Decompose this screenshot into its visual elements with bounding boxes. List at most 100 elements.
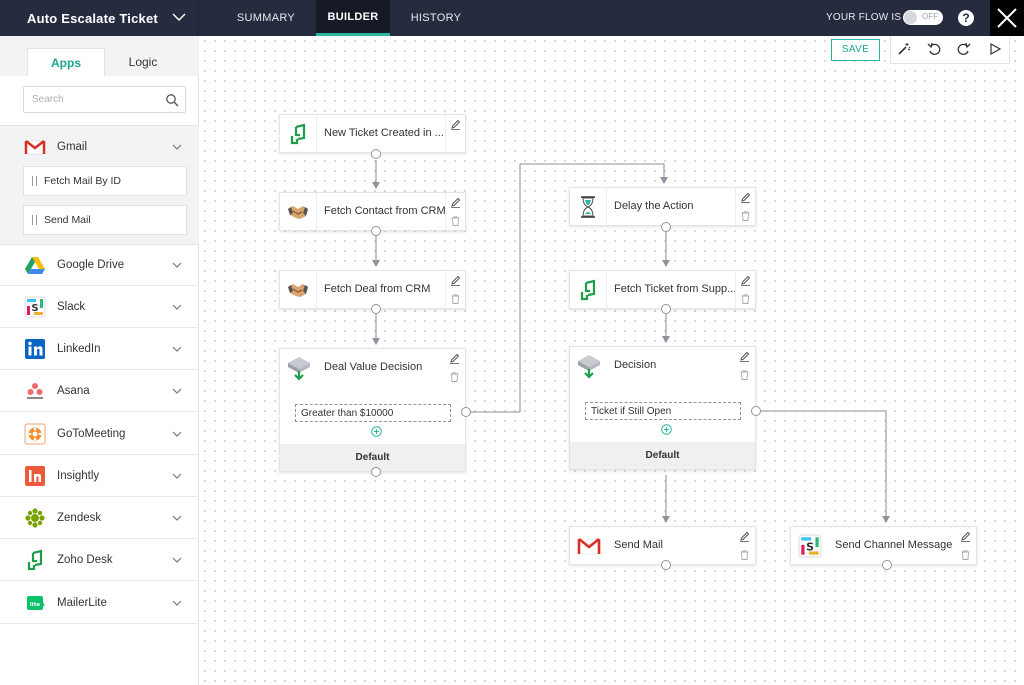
trash-icon[interactable] [740, 550, 749, 560]
app-name: Gmail [57, 141, 88, 153]
node-output-port[interactable] [661, 304, 671, 314]
app-row-linkedin[interactable]: LinkedIn [0, 328, 199, 370]
trash-icon[interactable] [740, 370, 749, 380]
app-row-slack[interactable]: S Slack [0, 286, 199, 328]
chevron-down-icon [172, 473, 182, 479]
trash-icon[interactable] [451, 216, 460, 226]
add-condition-icon[interactable] [371, 426, 382, 437]
default-output-port[interactable] [371, 467, 381, 477]
save-button[interactable]: SAVE [831, 39, 880, 61]
play-icon[interactable] [988, 42, 1002, 56]
search-icon [166, 94, 179, 107]
chevron-down-icon [172, 557, 182, 563]
action-send-mail[interactable]: Send Mail [23, 205, 187, 235]
node-output-port[interactable] [371, 149, 381, 159]
edit-icon[interactable] [739, 531, 750, 542]
flow-node-trigger[interactable]: New Ticket Created in ... [279, 114, 466, 153]
node-output-port[interactable] [371, 226, 381, 236]
app-row-asana[interactable]: Asana [0, 370, 199, 412]
decision-condition[interactable]: Greater than $10000 [295, 404, 451, 422]
tab-history[interactable]: HISTORY [410, 12, 462, 24]
add-condition-icon[interactable] [661, 424, 672, 435]
tab-apps[interactable]: Apps [27, 48, 105, 76]
condition-output-port[interactable] [461, 407, 471, 417]
chevron-down-icon [172, 515, 182, 521]
app-row-gotomeeting[interactable]: GoToMeeting [0, 413, 199, 455]
decision-icon [287, 356, 310, 381]
app-row-mailerlite[interactable]: lite MailerLite [0, 582, 199, 624]
condition-output-port[interactable] [751, 406, 761, 416]
node-icon [280, 115, 317, 152]
zoho-desk-icon [290, 123, 306, 144]
flow-node-deal-value-decision[interactable]: Deal Value Decision Greater than $10000 … [279, 348, 466, 472]
undo-icon[interactable] [927, 42, 941, 56]
sidebar-tabs: Apps Logic [0, 36, 199, 76]
trash-icon[interactable] [450, 372, 459, 382]
close-button[interactable] [990, 0, 1024, 36]
help-icon[interactable]: ? [958, 10, 974, 26]
node-title: Fetch Deal from CRM [324, 283, 431, 295]
app-row-insightly[interactable]: Insightly [0, 455, 199, 497]
trash-icon[interactable] [741, 294, 750, 304]
app-row-zoho-desk[interactable]: Zoho Desk [0, 539, 199, 581]
drag-handle-icon [32, 215, 37, 225]
svg-text:S: S [31, 303, 38, 314]
flow-node-decision[interactable]: Decision Ticket if Still Open Default [569, 346, 756, 470]
flow-title: Auto Escalate Ticket [27, 10, 158, 26]
edit-icon[interactable] [450, 119, 461, 130]
edit-icon[interactable] [960, 531, 971, 542]
google-drive-icon [25, 256, 45, 274]
flow-node-fetch-contact[interactable]: Fetch Contact from CRM [279, 192, 466, 231]
app-row-gmail[interactable]: Gmail [0, 126, 199, 168]
magic-wand-icon[interactable] [897, 42, 911, 56]
trash-icon[interactable] [451, 294, 460, 304]
decision-default-branch[interactable]: Default [280, 444, 465, 471]
flow-node-send-channel-message[interactable]: S Send Channel Message [790, 526, 977, 565]
flow-node-delay[interactable]: Delay the Action [569, 187, 756, 226]
node-output-port[interactable] [371, 304, 381, 314]
app-name: Zendesk [57, 511, 102, 524]
flow-toggle[interactable]: OFF [903, 10, 943, 25]
edit-icon[interactable] [450, 197, 461, 208]
trash-icon[interactable] [741, 211, 750, 221]
crm-handshake-icon [288, 205, 308, 219]
hourglass-icon [581, 195, 595, 218]
tab-summary[interactable]: SUMMARY [236, 12, 296, 24]
node-output-port[interactable] [882, 560, 892, 570]
edit-icon[interactable] [450, 275, 461, 286]
node-icon [570, 347, 607, 384]
gmail-app-group: Gmail Fetch Mail By ID Send Mail [0, 125, 199, 245]
flow-node-send-mail[interactable]: Send Mail [569, 526, 756, 565]
trash-icon[interactable] [961, 550, 970, 560]
app-name: Asana [57, 384, 90, 397]
app-row-zendesk[interactable]: Zendesk [0, 497, 199, 539]
decision-condition[interactable]: Ticket if Still Open [585, 402, 741, 420]
edit-icon[interactable] [739, 351, 750, 362]
node-icon [280, 271, 317, 308]
edit-icon[interactable] [449, 353, 460, 364]
node-title: Send Mail [614, 539, 663, 551]
tab-builder[interactable]: BUILDER [316, 0, 390, 36]
node-output-port[interactable] [661, 560, 671, 570]
search-input[interactable]: Search [23, 86, 186, 113]
app-row-google-drive[interactable]: Google Drive [0, 244, 199, 286]
node-title: Fetch Contact from CRM [324, 205, 446, 217]
chevron-down-icon [172, 144, 182, 150]
redo-icon[interactable] [957, 42, 971, 56]
edit-icon[interactable] [740, 192, 751, 203]
decision-default-branch[interactable]: Default [570, 442, 755, 469]
flow-node-fetch-deal[interactable]: Fetch Deal from CRM [279, 270, 466, 309]
app-name: GoToMeeting [57, 427, 126, 440]
edit-icon[interactable] [740, 275, 751, 286]
zendesk-icon [25, 507, 45, 528]
node-title: Decision [614, 359, 657, 371]
action-fetch-mail-by-id[interactable]: Fetch Mail By ID [23, 166, 187, 196]
app-name: Insightly [57, 469, 100, 482]
flow-title-dropdown[interactable]: Auto Escalate Ticket [0, 0, 199, 36]
node-title: Send Channel Message [835, 539, 953, 551]
tab-logic[interactable]: Logic [128, 55, 158, 69]
node-output-port[interactable] [661, 222, 671, 232]
flow-node-fetch-ticket[interactable]: Fetch Ticket from Supp... [569, 270, 756, 309]
node-actions [445, 115, 465, 152]
zoho-desk-icon [27, 549, 43, 570]
